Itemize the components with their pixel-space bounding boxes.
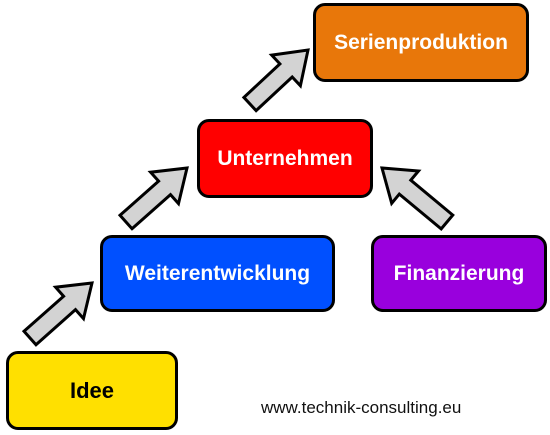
arrow-finanzierung-to-unternehmen xyxy=(379,166,455,232)
arrow-weiterentwicklung-to-unternehmen xyxy=(117,166,189,231)
box-unternehmen-label: Unternehmen xyxy=(217,146,353,170)
box-idee: Idee xyxy=(6,351,178,430)
arrow-idee-to-weiterentwicklung xyxy=(21,281,94,347)
box-finanzierung-label: Finanzierung xyxy=(393,261,525,285)
box-unternehmen: Unternehmen xyxy=(197,119,373,198)
box-weiterentwicklung: Weiterentwicklung xyxy=(100,235,335,312)
arrow-unternehmen-to-serienproduktion xyxy=(241,48,310,113)
website-url: www.technik-consulting.eu xyxy=(261,398,462,417)
box-finanzierung: Finanzierung xyxy=(371,235,547,312)
box-serienproduktion-label: Serienproduktion xyxy=(334,30,508,54)
box-idee-label: Idee xyxy=(69,377,115,403)
box-serienproduktion: Serienproduktion xyxy=(313,3,529,82)
box-weiterentwicklung-label: Weiterentwicklung xyxy=(124,261,311,285)
